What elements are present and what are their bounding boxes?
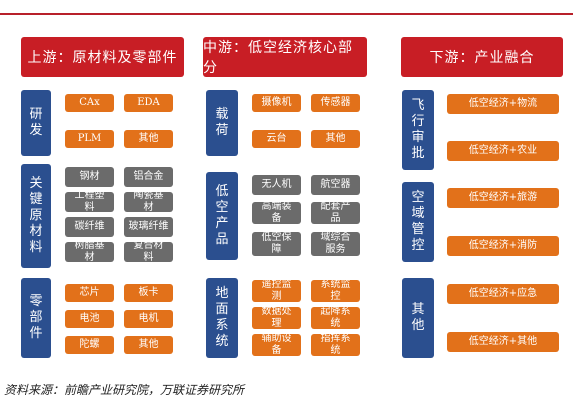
rd-item-other: 其他 — [124, 130, 173, 148]
product-item-aircraft: 航空器 — [311, 175, 360, 195]
material-item-carbon-fiber: 碳纤维 — [65, 217, 114, 237]
other-item-other: 低空经济+其他 — [447, 332, 559, 352]
ground-item-remote-monitoring: 遥控监测 — [252, 279, 301, 302]
ground-item-auxiliary-equipment: 辅助设备 — [252, 333, 301, 356]
material-item-glass-fiber: 玻璃纤维 — [124, 217, 173, 237]
ground-item-system-monitoring: 系统监控 — [311, 279, 360, 302]
material-item-resin: 树脂基材 — [65, 240, 114, 263]
downstream-other-label: 其他 — [402, 278, 434, 358]
material-item-steel: 钢材 — [65, 167, 114, 187]
part-item-other: 其他 — [124, 336, 173, 354]
top-divider-line — [0, 13, 573, 15]
ground-item-takeoff-landing: 起降系统 — [311, 306, 360, 329]
flight-item-logistics: 低空经济+物流 — [447, 94, 559, 114]
midstream-ground-label: 地面系统 — [206, 278, 238, 358]
payload-item-camera: 摄像机 — [252, 94, 301, 112]
part-item-board: 板卡 — [124, 284, 173, 302]
payload-item-sensor: 传感器 — [311, 94, 360, 112]
material-item-aluminum: 铝合金 — [124, 167, 173, 187]
material-item-composite: 复合材料 — [124, 240, 173, 263]
part-item-chip: 芯片 — [65, 284, 114, 302]
material-item-ceramic: 陶瓷基材 — [124, 190, 173, 213]
upstream-header: 上游：原材料及零部件 — [21, 37, 184, 77]
material-item-plastic: 工程塑料 — [65, 190, 114, 213]
flight-item-agriculture: 低空经济+农业 — [447, 141, 559, 161]
source-note: 资料来源：前瞻产业研究院，万联证券研究所 — [4, 383, 245, 397]
midstream-header: 中游：低空经济核心部分 — [203, 37, 367, 77]
downstream-header: 下游：产业融合 — [401, 37, 563, 77]
product-item-integrated-service: 域综合服务 — [311, 232, 360, 256]
airspace-item-tourism: 低空经济+旅游 — [447, 188, 559, 208]
upstream-rd-label: 研发 — [21, 90, 51, 156]
other-item-emergency: 低空经济+应急 — [447, 284, 559, 304]
upstream-materials-label: 关键原材料 — [21, 164, 51, 268]
downstream-airspace-label: 空域管控 — [402, 182, 434, 262]
product-item-drone: 无人机 — [252, 175, 301, 195]
product-item-high-end-equipment: 高端装备 — [252, 201, 301, 224]
rd-item-cax: CAx — [65, 94, 114, 112]
downstream-flight-label: 飞行审批 — [402, 90, 434, 170]
airspace-item-firefighting: 低空经济+消防 — [447, 236, 559, 256]
part-item-gyro: 陀螺 — [65, 336, 114, 354]
payload-item-other: 其他 — [311, 130, 360, 148]
product-item-low-altitude-support: 低空保障 — [252, 232, 301, 256]
upstream-parts-label: 零部件 — [21, 278, 51, 358]
product-item-supporting-products: 配套产品 — [311, 201, 360, 224]
part-item-battery: 电池 — [65, 310, 114, 328]
ground-item-data-processing: 数据处理 — [252, 306, 301, 329]
rd-item-plm: PLM — [65, 130, 114, 148]
ground-item-command-system: 指挥系统 — [311, 333, 360, 356]
midstream-products-label: 低空产品 — [206, 172, 238, 260]
part-item-motor: 电机 — [124, 310, 173, 328]
payload-item-gimbal: 云台 — [252, 130, 301, 148]
rd-item-eda: EDA — [124, 94, 173, 112]
midstream-payload-label: 载荷 — [206, 90, 238, 156]
